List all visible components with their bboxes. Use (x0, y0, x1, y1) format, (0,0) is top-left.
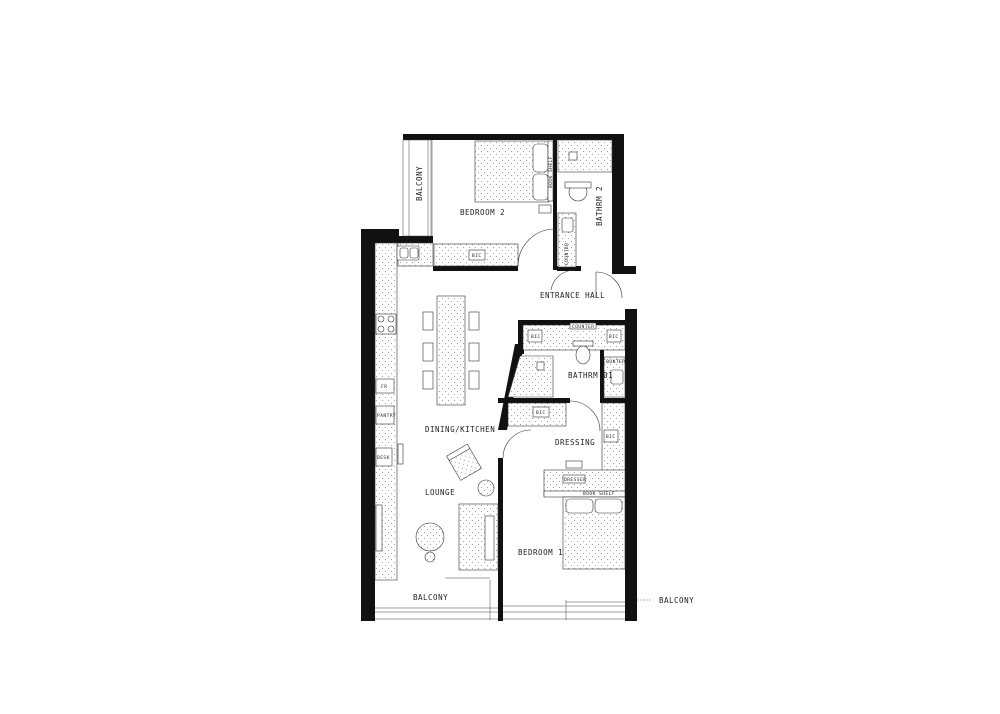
bathroom-1-label: BATHRM 01 (568, 371, 613, 380)
lounge (415, 443, 499, 579)
counter-bath1-side: COUNTER (603, 359, 625, 365)
book-shelf-bed2: BOOK SHELF (548, 156, 554, 188)
bic-bed2: BIC (472, 253, 482, 259)
bedroom-2-label: BEDROOM 2 (460, 208, 505, 217)
dressing-label: DRESSING (555, 438, 595, 447)
bathroom-2-label: BATHRM 2 (595, 186, 604, 226)
bathroom-1: BIC COUNTER BIC COUNTER BATHRM 01 (507, 322, 626, 398)
balcony-bottom: BALCONY (375, 580, 498, 620)
dining-table (422, 295, 480, 406)
counter-bath1-top: COUNTER (572, 324, 594, 330)
fridge-label: FR (381, 384, 387, 390)
counter-bath2: COUNTER (564, 243, 570, 265)
bic-hall-right: BIC (609, 334, 619, 340)
bedroom-1: DRESSER BOOK SHELF BEDROOM 1 (518, 460, 626, 570)
balcony-bottom-label: BALCONY (413, 593, 448, 602)
book-shelf-bed1: BOOK SHELF (583, 491, 615, 497)
balcony-top: BALCONY (402, 139, 433, 237)
dresser-label: DRESSER (564, 477, 586, 483)
bedroom-1-label: BEDROOM 1 (518, 548, 563, 557)
bic-dressing-right: BIC (606, 434, 616, 440)
entrance-hall-label: ENTRANCE HALL (540, 291, 605, 300)
balcony-top-label: BALCONY (415, 166, 424, 201)
bic-dressing-left: BIC (536, 410, 546, 416)
dining-kitchen-label: DINING/KITCHEN (425, 425, 495, 434)
bic-hall-left: BIC (531, 334, 541, 340)
toilet-bath1 (575, 345, 591, 365)
balcony-right: BALCONY (503, 596, 694, 620)
kitchen-counter: FR PANTRY DESK (374, 242, 434, 581)
bedroom-2: BOOK SHELF BIC BEDROOM 2 (433, 140, 556, 267)
desk-label: DESK (377, 455, 390, 461)
pantry-label: PANTRY (377, 413, 396, 419)
lounge-label: LOUNGE (425, 488, 455, 497)
bathroom-2: COUNTER BATHRM 2 (557, 139, 623, 299)
dressing: BIC BIC DRESSING (502, 400, 626, 472)
balcony-right-label: BALCONY (659, 596, 694, 605)
